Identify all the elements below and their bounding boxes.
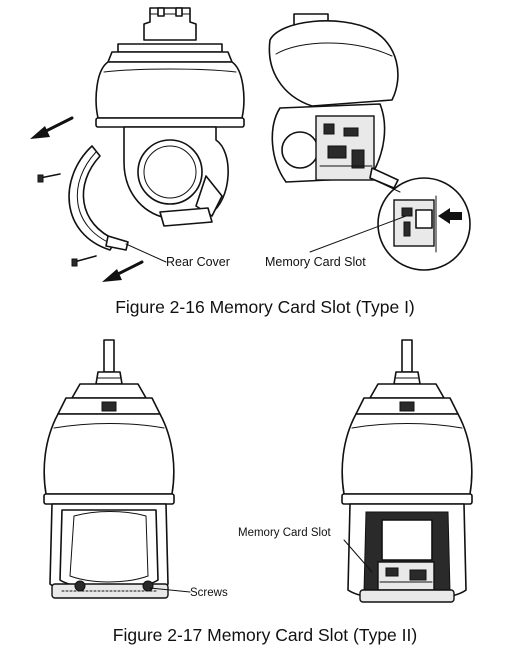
screw-top (37, 173, 61, 183)
camera-type1-rear-view: Rear Cover (30, 7, 245, 282)
insert-arrow-icon (438, 208, 462, 224)
camera-type1-open-view: Memory Card Slot (265, 13, 471, 271)
arrow-bottom-left-icon (102, 260, 144, 282)
figure-2-16-caption: Figure 2-16 Memory Card Slot (Type I) (115, 297, 415, 317)
memory-card-slot-label-1: Memory Card Slot (265, 255, 366, 269)
screw-right (142, 580, 154, 592)
rear-cover-label: Rear Cover (166, 255, 230, 269)
screw-bottom (71, 255, 97, 267)
figure-2-16: Rear Cover (30, 7, 471, 317)
figure-2-17: Screws Memory Card Slot Figure 2-17 (43, 339, 473, 645)
figure-2-17-caption: Figure 2-17 Memory Card Slot (Type II) (113, 625, 417, 645)
memory-card-slot-label-2: Memory Card Slot (238, 527, 331, 539)
screw-left (74, 580, 86, 592)
screws-label: Screws (190, 587, 228, 599)
camera-type2-open-view: Memory Card Slot (238, 339, 473, 603)
arrow-top-left-icon (30, 116, 74, 139)
camera-type2-front-view: Screws (43, 339, 228, 599)
